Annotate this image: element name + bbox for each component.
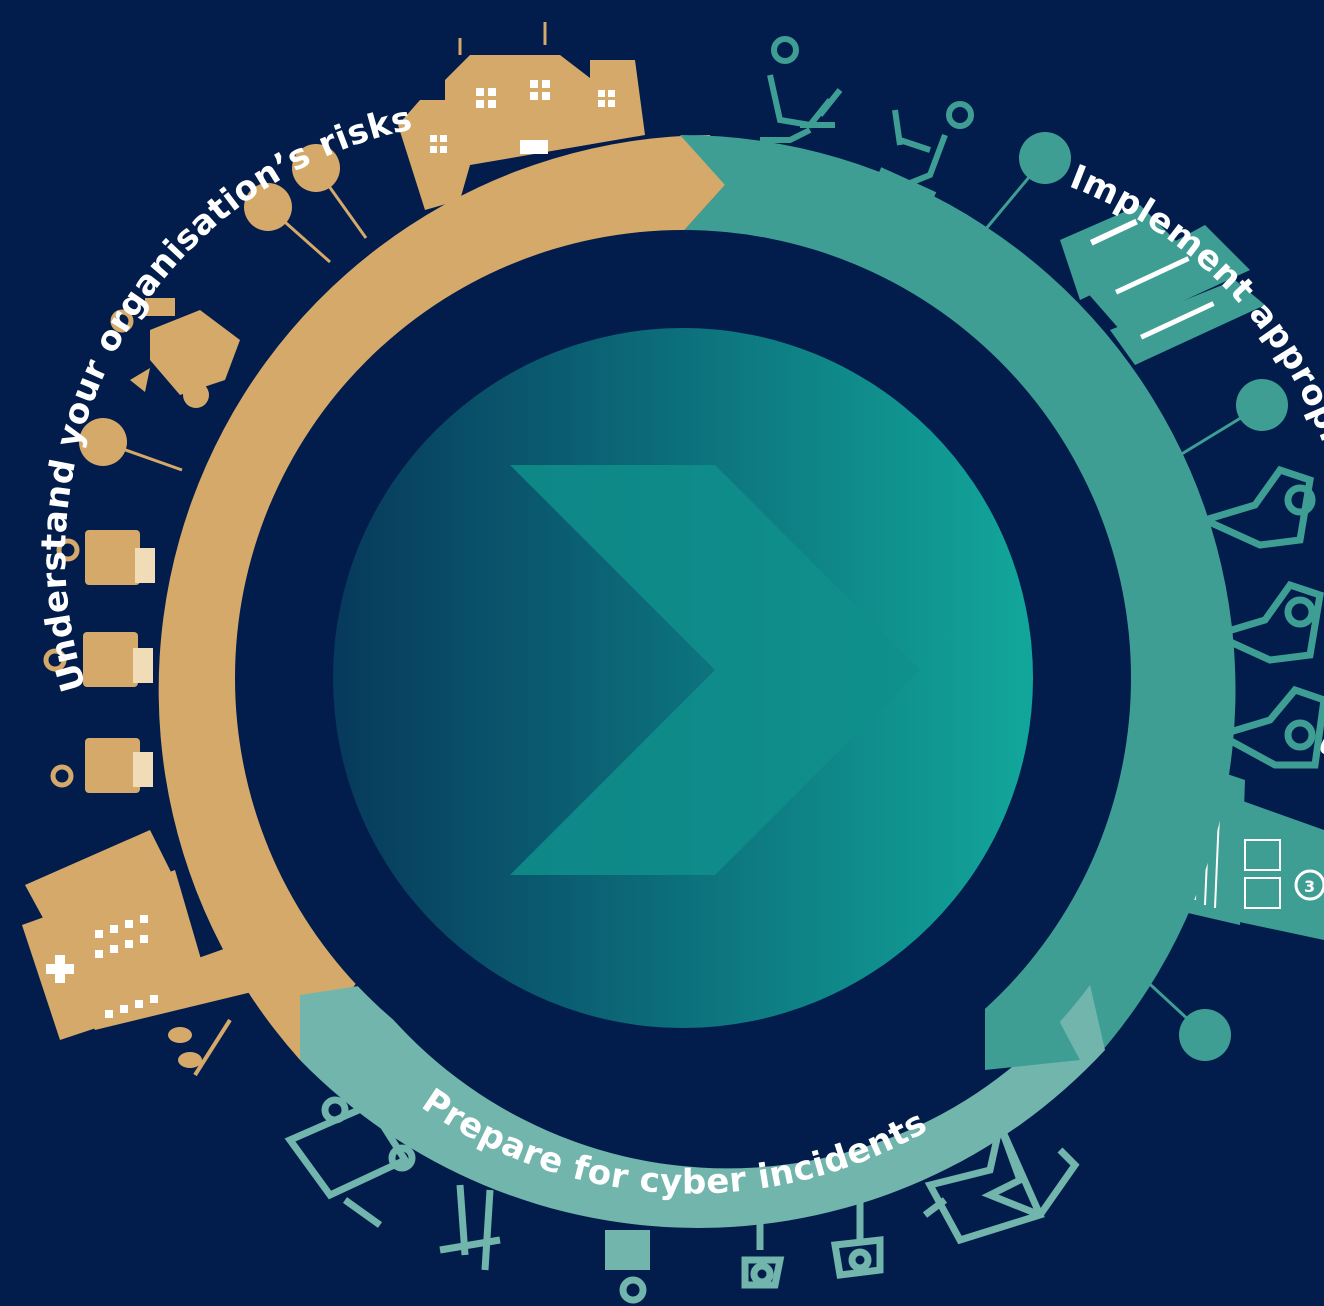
industrial-machine-icon	[56, 530, 155, 585]
segment-understand	[158, 135, 725, 1060]
industrial-machine-icon	[43, 632, 153, 687]
forklift-icon	[110, 298, 240, 408]
tree-icon	[1138, 973, 1231, 1061]
tree-icon	[983, 132, 1071, 231]
oil-rig-icon	[922, 1113, 1080, 1245]
water-treatment-icon	[1210, 685, 1324, 769]
office-worker-icon	[760, 36, 843, 143]
tree-icon	[79, 418, 183, 472]
plant-icon	[168, 1018, 232, 1077]
implement-icons: 3	[760, 36, 1324, 1061]
center-circle	[333, 328, 1033, 1028]
tree-icon	[1179, 379, 1288, 457]
segment-implement-arrow	[985, 985, 1080, 1070]
school-building-icon	[398, 22, 645, 210]
office-block-icon	[1060, 205, 1265, 365]
chevron-right-icon	[510, 465, 920, 875]
building-number-3: 3	[1304, 877, 1315, 896]
industrial-machine-icon	[284, 1096, 416, 1228]
industrial-machine-icon	[605, 1230, 650, 1304]
industrial-machine-icon	[439, 1184, 501, 1271]
water-treatment-icon	[1205, 580, 1324, 664]
industrial-machine-icon	[50, 738, 153, 793]
office-worker-icon	[878, 101, 974, 198]
industrial-machine-icon	[830, 1196, 884, 1279]
understand-icons	[22, 22, 645, 1077]
water-treatment-icon	[1195, 465, 1316, 549]
hospital-icon	[22, 830, 260, 1040]
segment-prepare	[300, 985, 1105, 1228]
tree-icon	[244, 183, 331, 264]
tree-icon	[292, 144, 368, 239]
